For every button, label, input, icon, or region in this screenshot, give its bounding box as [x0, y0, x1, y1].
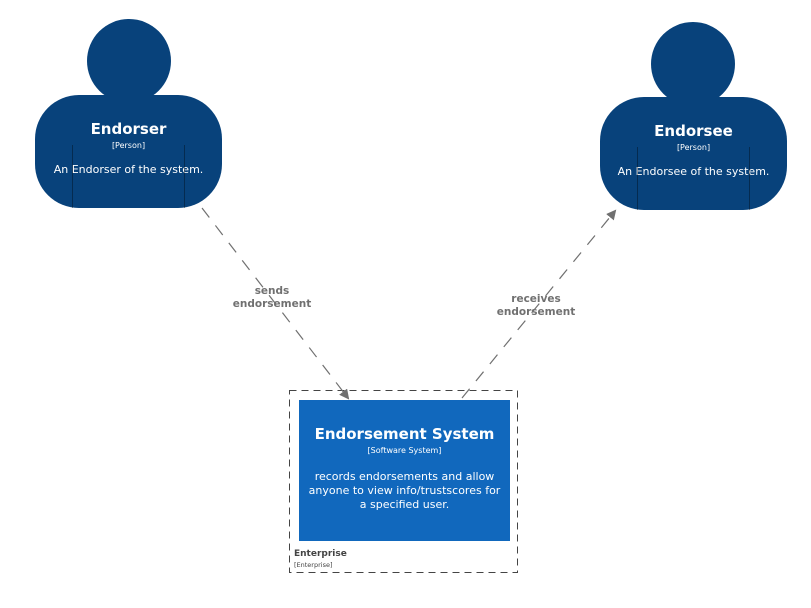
endorser-head: [87, 19, 171, 103]
endorsee-name: Endorsee: [654, 122, 733, 140]
endorsee-divider-left: [637, 147, 638, 210]
endorser-person[interactable]: Endorser [Person] An Endorser of the sys…: [35, 95, 222, 208]
receives-label-line2: endorsement: [496, 306, 576, 318]
system-type: [Software System]: [367, 446, 442, 455]
sends-endorsement-arrow: [201, 207, 350, 400]
endorser-description: An Endorser of the system.: [53, 163, 204, 176]
endorser-divider-right: [184, 145, 185, 208]
receives-endorsement-label: receives endorsement: [486, 293, 586, 319]
receives-endorsement-arrow: [461, 209, 617, 399]
endorsee-person[interactable]: Endorsee [Person] An Endorsee of the sys…: [600, 97, 787, 210]
boundary-name: Enterprise: [294, 549, 347, 559]
enterprise-boundary: [289, 390, 518, 573]
receives-label-line1: receives: [511, 293, 561, 305]
endorsee-divider-right: [749, 147, 750, 210]
endorsement-system[interactable]: Endorsement System [Software System] rec…: [299, 400, 510, 541]
endorser-name: Endorser: [90, 120, 167, 138]
boundary-type: [Enterprise]: [294, 561, 333, 569]
endorsee-type: [Person]: [676, 143, 711, 152]
endorser-type: [Person]: [111, 141, 146, 150]
endorsee-description: An Endorsee of the system.: [617, 165, 770, 178]
system-name: Endorsement System: [314, 425, 495, 443]
sends-label-line1: sends: [254, 285, 290, 297]
sends-endorsement-label: sends endorsement: [222, 285, 322, 311]
endorser-divider-left: [72, 145, 73, 208]
endorsee-head: [651, 22, 735, 106]
sends-label-line2: endorsement: [232, 298, 312, 310]
system-description: records endorsements and allow anyone to…: [308, 470, 501, 511]
